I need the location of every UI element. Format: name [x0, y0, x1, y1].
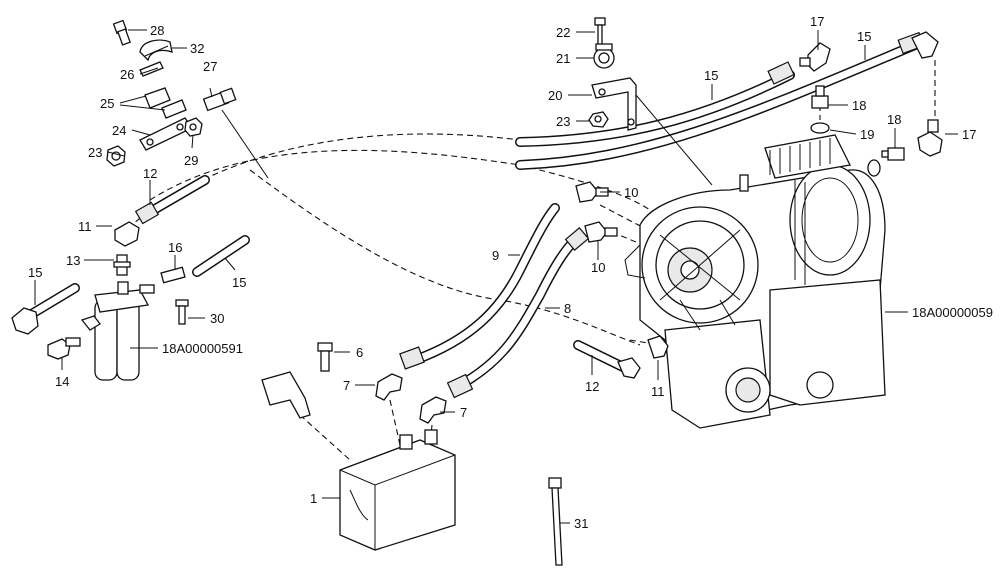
hose-8: [446, 227, 590, 399]
elbow-7-right: [419, 396, 447, 424]
hose-12-lower: [573, 340, 641, 379]
filter-assembly: [11, 281, 155, 381]
callout-18-top: 18: [852, 98, 866, 113]
hose-9: [399, 203, 560, 370]
fitting-10-lower: [584, 221, 618, 243]
elbow-14: [47, 337, 81, 360]
callout-7-right: 7: [460, 405, 467, 420]
clamp-25: [144, 87, 187, 119]
fitting-18-top: [811, 85, 829, 109]
callout-17-right: 17: [962, 127, 976, 142]
fitting-27: [202, 87, 237, 112]
oring-19: [810, 122, 881, 177]
callout-18A00000059: 18A00000059: [912, 305, 993, 320]
cable-tie-31: [548, 477, 563, 566]
callout-12-left: 12: [143, 166, 157, 181]
callout-13: 13: [66, 253, 80, 268]
callout-22: 22: [556, 25, 570, 40]
callout-15-top: 15: [704, 68, 718, 83]
fitting-13: [113, 254, 131, 276]
callout-10-bottom: 10: [591, 260, 605, 275]
hose-15-short: [192, 235, 250, 277]
elbow-17-right: [917, 119, 943, 157]
bracket-20: [591, 77, 637, 131]
callout-30: 30: [210, 311, 224, 326]
callout-17-top: 17: [810, 14, 824, 29]
elbow-17-top: [799, 42, 831, 72]
callout-12-bottom: 12: [585, 379, 599, 394]
callout-8: 8: [564, 301, 571, 316]
nut-23-top: [588, 111, 609, 128]
callout-24: 24: [112, 123, 126, 138]
callout-10-top: 10: [624, 185, 638, 200]
callout-11-left: 11: [78, 219, 92, 234]
elbow-11-lower: [647, 335, 669, 359]
oil-cooler-1: [339, 429, 456, 551]
callout-9: 9: [492, 248, 499, 263]
bolt-30: [175, 299, 189, 325]
elbow-15-end: [911, 31, 939, 59]
callout-15-left: 15: [28, 265, 42, 280]
bolt-6: [317, 342, 333, 372]
callout-labels: 28 32 26 27 25 24 23 29 12 11 13 16 15 1…: [28, 14, 993, 531]
callout-14: 14: [55, 374, 69, 389]
callout-27: 27: [203, 59, 217, 74]
callout-26: 26: [120, 67, 134, 82]
callout-7-left: 7: [343, 378, 350, 393]
callout-23-left: 23: [88, 145, 102, 160]
callout-31: 31: [574, 516, 588, 531]
fitting-16: [160, 266, 186, 284]
hose-12-left: [134, 175, 210, 225]
callout-23-top: 23: [556, 114, 570, 129]
callout-29: 29: [184, 153, 198, 168]
callout-28: 28: [150, 23, 164, 38]
callout-32: 32: [190, 41, 204, 56]
clamp-21: [593, 43, 615, 69]
nut-29: [184, 117, 203, 137]
callout-20: 20: [548, 88, 562, 103]
callout-15-mid: 15: [232, 275, 246, 290]
elbow-11-left: [114, 221, 140, 247]
leader-lines: [34, 29, 958, 524]
hose-15-upper: [515, 31, 925, 170]
callout-19: 19: [860, 127, 874, 142]
fitting-18-right: [881, 147, 905, 161]
transmission-assembly: [624, 134, 886, 429]
clip-26: [139, 61, 164, 77]
bolt-22: [594, 17, 606, 46]
callout-15-right: 15: [857, 29, 871, 44]
callout-18-right: 18: [887, 112, 901, 127]
elbow-7-left: [375, 373, 403, 401]
callout-25: 25: [100, 96, 114, 111]
cooler-bracket: [261, 371, 311, 419]
bolt-28: [112, 19, 131, 46]
callout-1: 1: [310, 491, 317, 506]
callout-6: 6: [356, 345, 363, 360]
clip-32: [139, 39, 173, 62]
callout-16: 16: [168, 240, 182, 255]
callout-11-bottom: 11: [651, 384, 665, 399]
callout-21: 21: [556, 51, 570, 66]
callout-18A00000591: 18A00000591: [162, 341, 243, 356]
